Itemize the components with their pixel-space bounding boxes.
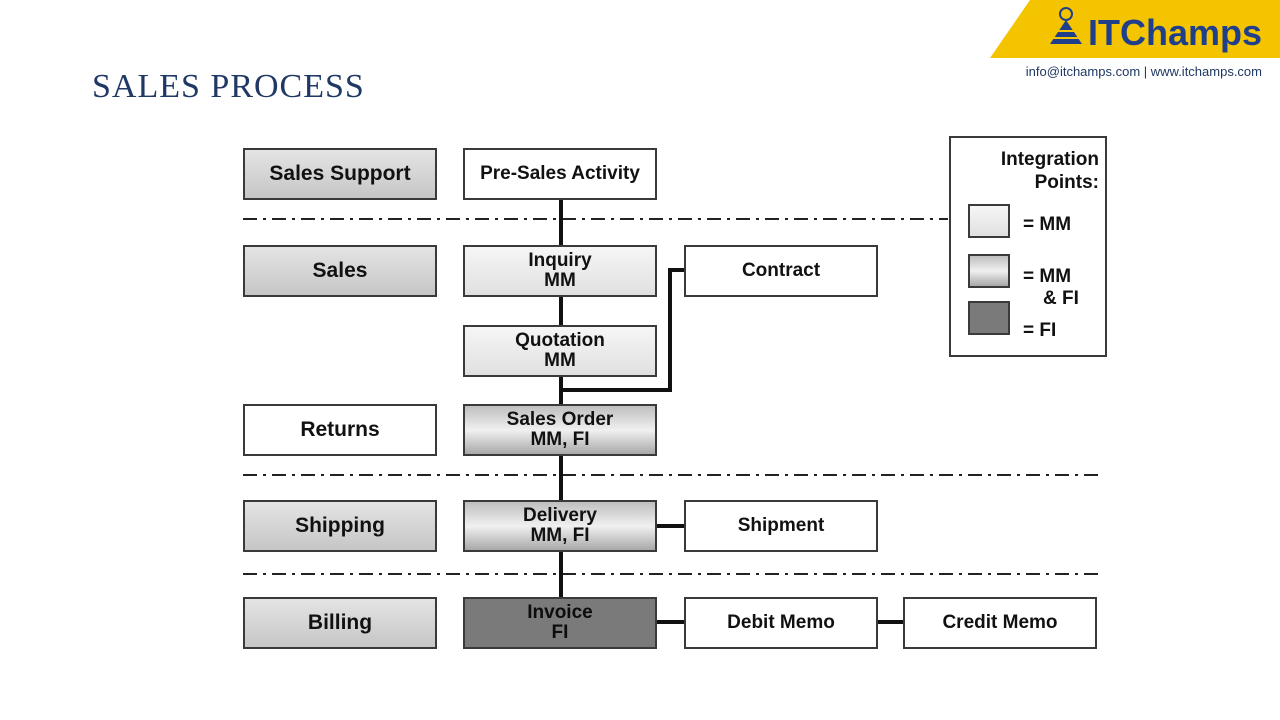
pyramid-icon [1050,7,1082,44]
doc-credit-memo: Credit Memo [903,597,1097,649]
legend-label-mm-fi-line1: = MM [1023,266,1072,287]
legend-label-mm: = MM [1023,214,1072,235]
step-delivery-label: Delivery [523,505,597,526]
legend-label-mm-fi-line2: & FI [1043,288,1079,309]
step-sales-order: Sales Order MM, FI [463,404,657,456]
legend-label-mm-fi: = MM & FI [1023,266,1079,310]
step-invoice-integration: FI [551,622,569,643]
page-title: SALES PROCESS [92,68,365,105]
step-presales-activity: Pre-Sales Activity [463,148,657,200]
legend-swatch-mm [968,204,1010,238]
legend-title: Integration Points: [969,148,1099,194]
category-billing: Billing [243,597,437,649]
legend-title-line1: Integration [1000,149,1099,170]
step-delivery-integration: MM, FI [530,525,590,546]
category-sales: Sales [243,245,437,297]
step-invoice: Invoice FI [463,597,657,649]
category-shipping: Shipping [243,500,437,552]
logo-text: ITChamps [1088,12,1262,53]
category-sales-support: Sales Support [243,148,437,200]
contact-info: info@itchamps.com | www.itchamps.com [1025,64,1262,79]
legend-swatch-fi [968,301,1010,335]
legend-label-fi: = FI [1023,320,1057,341]
step-inquiry-label: Inquiry [528,250,592,271]
step-presales-label: Pre-Sales Activity [480,163,640,184]
step-sales-order-integration: MM, FI [530,429,590,450]
step-inquiry-integration: MM [544,270,576,291]
itchamps-logo: ITChamps [990,0,1280,58]
step-invoice-label: Invoice [527,602,593,623]
step-inquiry: Inquiry MM [463,245,657,297]
contract-connector [561,268,686,392]
legend-swatch-mm-fi [968,254,1010,288]
category-returns: Returns [243,404,437,456]
step-quotation-label: Quotation [515,330,605,351]
step-sales-order-label: Sales Order [506,409,614,430]
legend-title-line2: Points: [1034,172,1099,193]
step-quotation-integration: MM [544,350,576,371]
doc-shipment: Shipment [684,500,878,552]
doc-debit-memo: Debit Memo [684,597,878,649]
doc-contract: Contract [684,245,878,297]
step-quotation: Quotation MM [463,325,657,377]
legend: Integration Points: = MM = MM & FI = FI [949,136,1107,357]
step-delivery: Delivery MM, FI [463,500,657,552]
